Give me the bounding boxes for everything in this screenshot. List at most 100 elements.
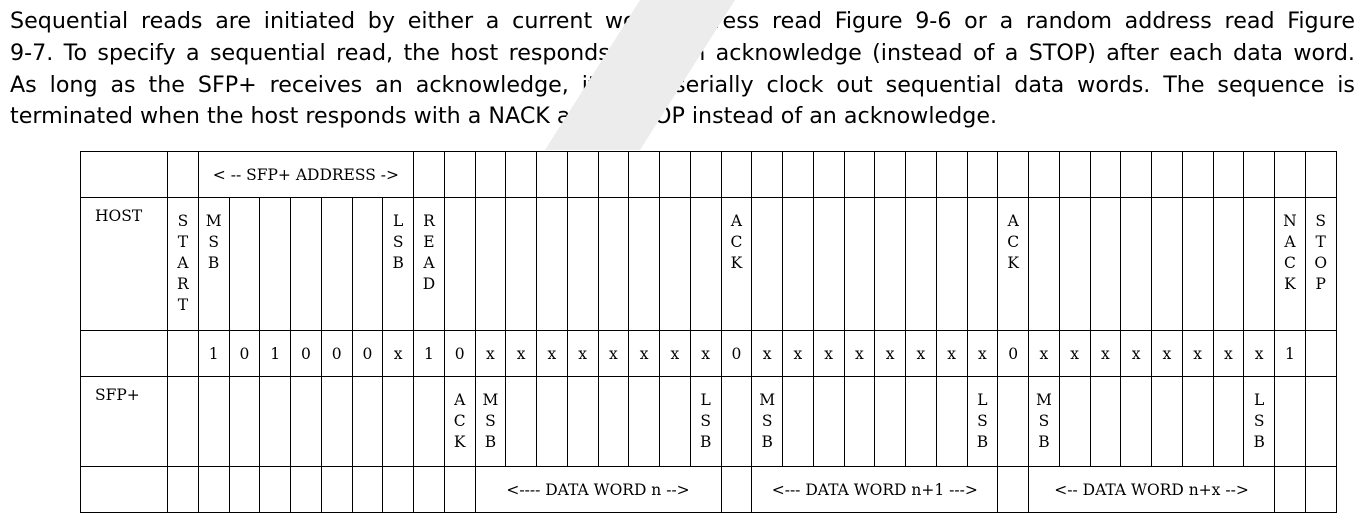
host-cell [1120,197,1153,331]
bit-cell: x [566,330,599,377]
cell [1274,151,1306,198]
bit-cell: x [751,330,784,377]
sfp-label: SFP+ [80,376,168,467]
bit-cell: 1 [413,330,445,377]
bit-cell: x [843,330,876,377]
sfp-cell [782,376,814,467]
bit-cell: x [782,330,814,377]
bit-cell: x [1212,330,1245,377]
host-cell [1151,197,1183,331]
paragraph-line: 9-7. To specify a sequential read, the h… [10,39,1355,66]
host-cell [812,197,845,331]
address-header: < -- SFP+ ADDRESS -> [197,151,415,198]
sfp-cell [597,376,630,467]
cell [320,466,353,513]
bit-cell: 0 [228,330,261,377]
bit-cell: x [905,330,937,377]
host-cell [505,197,538,331]
host-cell [228,197,261,331]
host-cell [935,197,968,331]
bit-cell: x [1243,330,1276,377]
cell [905,151,937,198]
bit-cell: 0 [290,330,322,377]
sfp-cell [1089,376,1122,467]
sfp-cell [566,376,599,467]
bit-cell: x [1028,330,1060,377]
host-cell [1181,197,1214,331]
host-cell [536,197,568,331]
bit-cell: 0 [351,330,384,377]
sfp-cell [228,376,261,467]
sfp-cell [997,376,1030,467]
host-cell [1089,197,1122,331]
cell [843,151,876,198]
host-cell [1058,197,1091,331]
cell [1120,151,1153,198]
sfp-cell [1304,376,1337,467]
host-cell [874,197,907,331]
host-cell [320,197,353,331]
bit-cell: x [659,330,691,377]
bit-cell [167,330,199,377]
host-cell [259,197,291,331]
host-cell [751,197,784,331]
host-cell [689,197,722,331]
cell [997,466,1030,513]
data-word-label: <--- DATA WORD n+1 ---> [751,466,999,513]
bit-cell: x [1058,330,1091,377]
cell [197,466,230,513]
bit-cell: x [628,330,661,377]
sfp-cell [812,376,845,467]
cell [566,151,599,198]
host-cell [597,197,630,331]
cell [720,466,753,513]
cell [351,466,384,513]
host-cell [443,197,476,331]
host-cell [966,197,999,331]
paragraph-line: Sequential reads are initiated by either… [10,8,1355,34]
sfp-cell [874,376,907,467]
host-cell [1028,197,1060,331]
label-cell [80,151,168,198]
cell [1181,151,1214,198]
bit-cell: 1 [1274,330,1306,377]
cell [1304,466,1337,513]
cell [259,466,291,513]
host-label: HOST [80,197,168,331]
host-cell [659,197,691,331]
bit-cell: x [1181,330,1214,377]
host-cell [843,197,876,331]
sfp-cell [843,376,876,467]
bit-cell: 1 [197,330,230,377]
cell [997,151,1030,198]
cell [812,151,845,198]
cell [689,151,722,198]
cell [505,151,538,198]
host-cell [628,197,661,331]
cell [413,466,445,513]
cell [228,466,261,513]
cell [935,151,968,198]
host-cell [1243,197,1276,331]
host-cell [1212,197,1245,331]
sfp-cell [720,376,753,467]
cell [720,151,753,198]
